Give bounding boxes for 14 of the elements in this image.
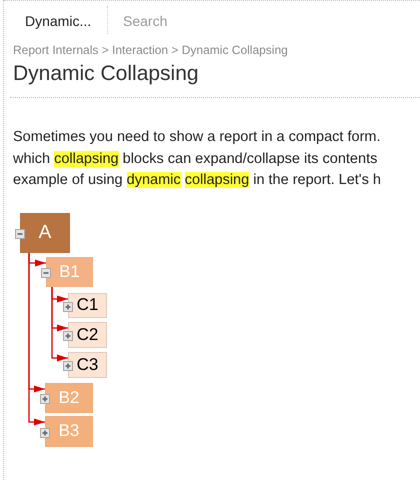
tree-node: C2	[68, 322, 107, 348]
paragraph: Sometimes you need to show a report in a compact form. which collapsing blocks can expand/collapse its contents example of using dynamic collapsing in the report. Let's h	[13, 128, 381, 190]
arrow	[51, 287, 68, 362]
page-heading: Dynamic Collapsing	[13, 61, 199, 87]
tree-node: B1	[46, 257, 93, 287]
tree-node: B2	[45, 383, 93, 413]
tree-node: B3	[45, 416, 93, 447]
tree-node: C1	[68, 293, 107, 318]
tab-label: Dynamic...	[25, 12, 92, 30]
tree-node: C3	[68, 352, 107, 378]
tab-label: Search	[123, 12, 168, 30]
breadcrumb: Report Internals > Interaction > Dynamic Collapsing	[13, 43, 288, 58]
tree-node: A	[20, 213, 70, 253]
arrow	[28, 253, 45, 426]
